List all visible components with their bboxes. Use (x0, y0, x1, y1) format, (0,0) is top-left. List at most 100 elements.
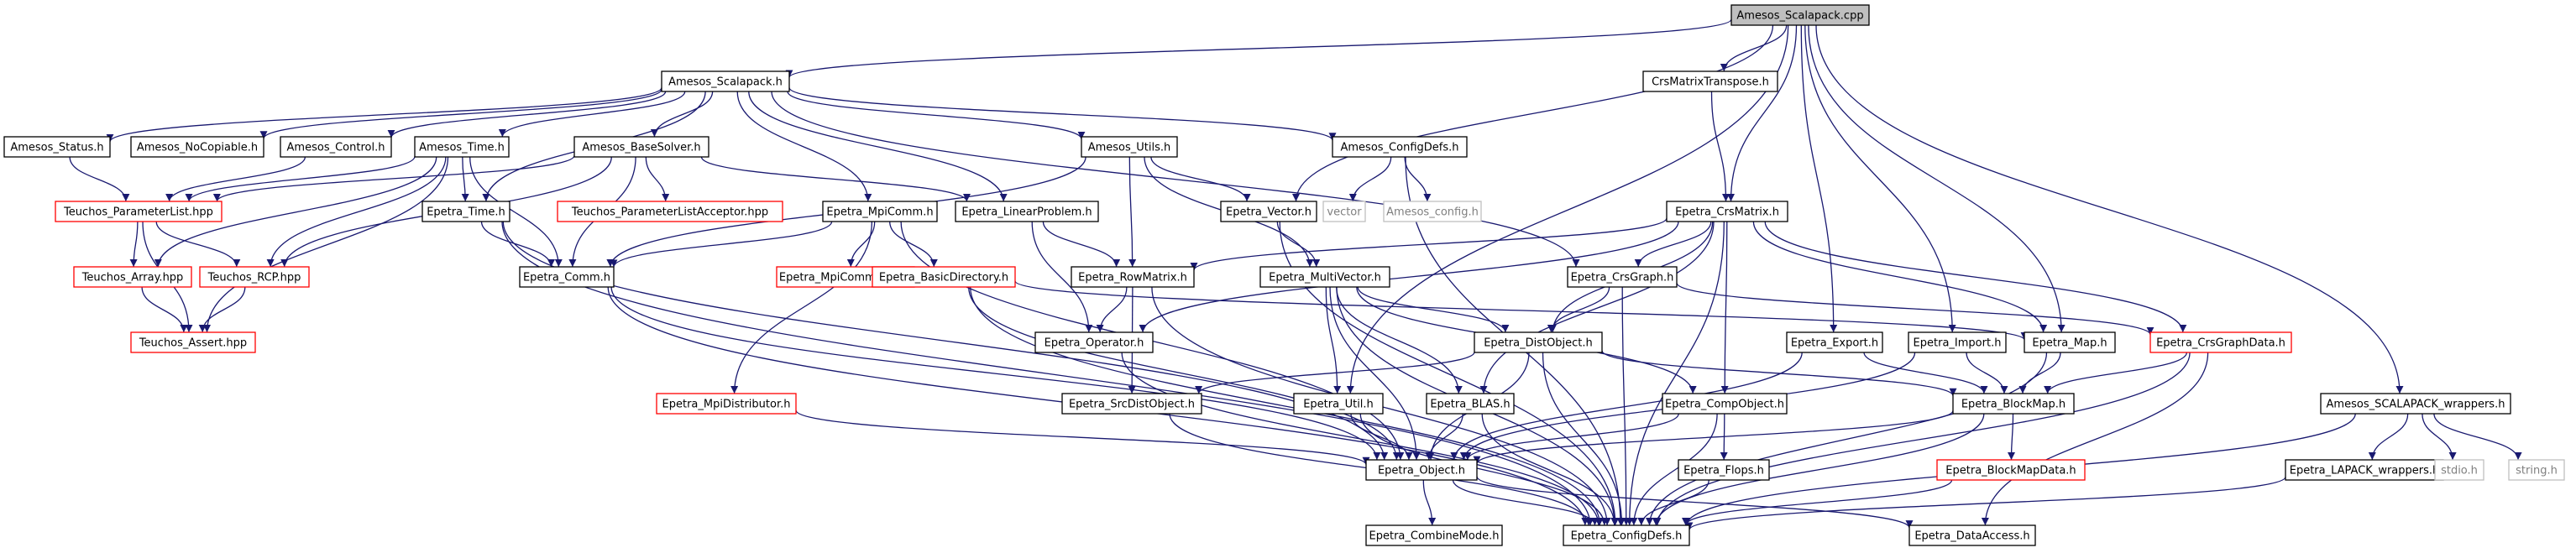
edge-blas-to-epetra_object (1425, 413, 1463, 461)
node-nocopiable[interactable]: Amesos_NoCopiable.h (130, 136, 264, 158)
edge-mpicomm-to-mpidist (730, 221, 873, 394)
node-box (1908, 524, 2036, 546)
node-configdefs-am[interactable]: Amesos_ConfigDefs.h (1332, 136, 1468, 158)
edge-utils-to-epetra_vector (1150, 156, 1251, 202)
node-label: Teuchos_RCP.hpp (207, 272, 301, 284)
node-crsgraphdata[interactable]: Epetra_CrsGraphData.h (2149, 331, 2292, 353)
node-box (130, 331, 256, 353)
node-rowmatrix[interactable]: Epetra_RowMatrix.h (1071, 266, 1195, 288)
node-label: Epetra_Time.h (427, 206, 505, 219)
node-status[interactable]: Amesos_Status.h (3, 136, 111, 158)
edge-teuchos_array-to-teuchos_assert (141, 286, 188, 333)
node-compobject[interactable]: Epetra_CompObject.h (1662, 393, 1788, 415)
edge-epetra_vector-to-multivector (1276, 221, 1321, 268)
edge-scalapack_h-to-linprob (748, 91, 1008, 202)
node-label: Amesos_BaseSolver.h (582, 142, 700, 154)
node-scalapack-h[interactable]: Amesos_Scalapack.h (661, 70, 790, 92)
node-linprob[interactable]: Epetra_LinearProblem.h (955, 201, 1099, 222)
node-amesos-config: Amesos_config.h (1383, 201, 1482, 222)
node-box (2285, 459, 2444, 481)
node-time-h[interactable]: Amesos_Time.h (414, 136, 510, 158)
edge-scalapack_h-to-status (106, 86, 662, 143)
node-box (2320, 393, 2511, 415)
node-mpicomm[interactable]: Epetra_MpiComm.h (822, 201, 938, 222)
edge-root-to-scalapack_h (785, 18, 1732, 78)
node-mpidist[interactable]: Epetra_MpiDistributor.h (656, 393, 797, 415)
node-box (1666, 201, 1788, 222)
node-scalapack-wrappers[interactable]: Amesos_SCALAPACK_wrappers.h (2320, 393, 2511, 415)
node-multivector[interactable]: Epetra_MultiVector.h (1259, 266, 1390, 288)
node-epetra-object[interactable]: Epetra_Object.h (1365, 459, 1478, 481)
node-box (2024, 331, 2116, 353)
node-box (1365, 459, 1478, 481)
node-flops[interactable]: Epetra_Flops.h (1678, 459, 1770, 481)
edge-root-to-import (1804, 24, 1956, 333)
node-label: Amesos_Utils.h (1088, 142, 1171, 154)
node-box (2149, 331, 2292, 353)
node-blas[interactable]: Epetra_BLAS.h (1426, 393, 1515, 415)
node-basesolver[interactable]: Amesos_BaseSolver.h (573, 136, 709, 158)
node-label: string.h (2516, 465, 2558, 477)
node-epetra-comm[interactable]: Epetra_Comm.h (519, 266, 615, 288)
node-label: Epetra_ConfigDefs.h (1571, 530, 1683, 543)
node-control[interactable]: Amesos_Control.h (280, 136, 392, 158)
edge-configdefs_am-to-vector_ext (1348, 156, 1392, 202)
node-box (1081, 136, 1178, 158)
node-crsmatrix[interactable]: Epetra_CrsMatrix.h (1666, 201, 1788, 222)
edge-crsgraph-to-crsgraphdata (1676, 282, 2155, 336)
edge-basicdir-to-epetra_map (1014, 280, 2029, 341)
node-label: Epetra_CrsGraph.h (1571, 272, 1674, 284)
node-paramlist[interactable]: Teuchos_ParameterList.hpp (55, 201, 223, 222)
node-label: Epetra_CompObject.h (1665, 399, 1784, 411)
node-crsgraph[interactable]: Epetra_CrsGraph.h (1567, 266, 1678, 288)
node-crstranspose[interactable]: CrsMatrixTranspose.h (1642, 70, 1778, 92)
node-import[interactable]: Epetra_Import.h (1908, 331, 2007, 353)
node-box (872, 266, 1016, 288)
node-label: vector (1327, 206, 1362, 219)
node-operator[interactable]: Epetra_Operator.h (1034, 331, 1154, 353)
node-box (55, 201, 223, 222)
node-teuchos-array[interactable]: Teuchos_Array.hpp (73, 266, 192, 288)
node-epetra-vector[interactable]: Epetra_Vector.h (1220, 201, 1317, 222)
edge-scalapack_h-to-utils (787, 91, 1086, 140)
edge-crsmatrix-to-crsgraphdata (1764, 221, 2187, 333)
node-label: Epetra_Object.h (1378, 465, 1465, 477)
node-teuchos-rcp[interactable]: Teuchos_RCP.hpp (199, 266, 310, 288)
edge-crsgraphdata-to-blockmap (2044, 352, 2188, 394)
edge-epetra_time-to-epetra_object (502, 221, 1389, 461)
edge-epetra_object-to-dataaccess (1476, 476, 1914, 529)
node-blockmap[interactable]: Epetra_BlockMap.h (1952, 393, 2075, 415)
node-combinemode[interactable]: Epetra_CombineMode.h (1365, 524, 1503, 546)
edge-paramlist-to-teuchos_array (129, 221, 139, 268)
node-epetra-time[interactable]: Epetra_Time.h (421, 201, 510, 222)
node-epetra-util[interactable]: Epetra_Util.h (1293, 393, 1384, 415)
node-export[interactable]: Epetra_Export.h (1786, 331, 1883, 353)
node-basicdir[interactable]: Epetra_BasicDirectory.h (872, 266, 1016, 288)
node-box (519, 266, 615, 288)
edge-scalapack_h-to-nocopiable (259, 89, 662, 139)
node-box (656, 393, 797, 415)
edge-flops-to-configdefs_ep (1637, 479, 1709, 526)
edge-scalapack_wrappers-to-lapack_wrappers (2368, 413, 2409, 461)
node-blockmapdata[interactable]: Epetra_BlockMapData.h (1936, 459, 2086, 481)
node-utils[interactable]: Amesos_Utils.h (1081, 136, 1178, 158)
node-label: Epetra_Vector.h (1226, 206, 1312, 219)
node-paramacceptor[interactable]: Teuchos_ParameterListAcceptor.hpp (557, 201, 783, 222)
edge-blockmap-to-epetra_object (1473, 410, 1954, 464)
edge-status-to-paramlist (69, 156, 130, 202)
node-teuchos-assert[interactable]: Teuchos_Assert.hpp (130, 331, 256, 353)
edge-distobject-to-srcdist (1195, 352, 1475, 394)
node-box (1383, 201, 1482, 222)
edge-blockmapdata-to-configdefs_ep (1682, 479, 1953, 526)
node-box (73, 266, 192, 288)
node-epetra-map[interactable]: Epetra_Map.h (2024, 331, 2116, 353)
node-vector-ext: vector (1322, 201, 1366, 222)
node-lapack-wrappers[interactable]: Epetra_LAPACK_wrappers.h (2285, 459, 2444, 481)
node-dataaccess[interactable]: Epetra_DataAccess.h (1908, 524, 2036, 546)
node-root[interactable]: Amesos_Scalapack.cpp (1730, 4, 1870, 26)
node-distobject[interactable]: Epetra_DistObject.h (1474, 331, 1603, 353)
node-srcdist[interactable]: Epetra_SrcDistObject.h (1061, 393, 1202, 415)
node-configdefs-ep[interactable]: Epetra_ConfigDefs.h (1563, 524, 1690, 546)
node-label: Epetra_LAPACK_wrappers.h (2290, 465, 2440, 477)
